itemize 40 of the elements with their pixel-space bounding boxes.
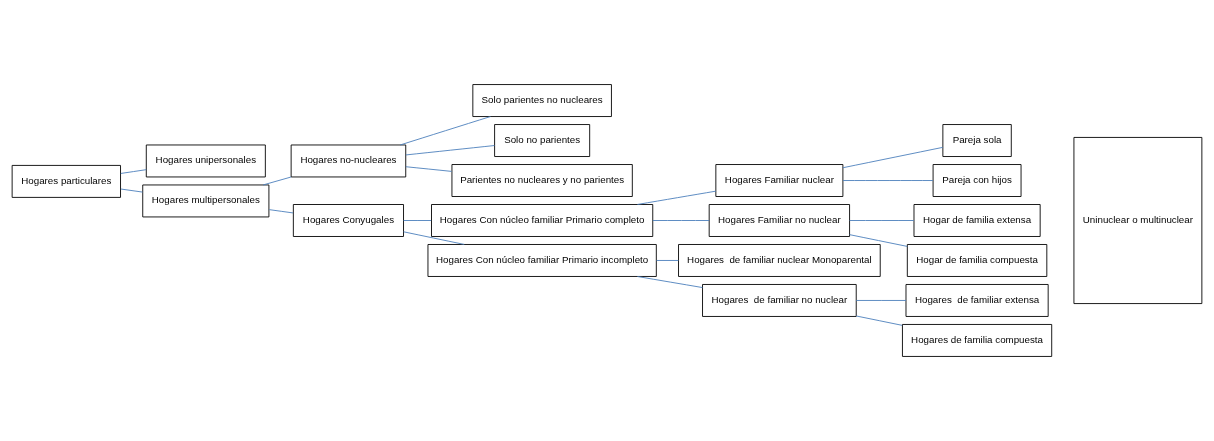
node-box: Hogar de familia compuesta — [906, 244, 1048, 277]
node-box: Hogares Conyugales — [292, 204, 404, 237]
node-box: Hogares unipersonales — [145, 144, 266, 178]
connector — [403, 231, 465, 245]
connector — [120, 188, 143, 193]
node-box: Hogar de familia extensa — [913, 204, 1041, 237]
connector — [637, 276, 703, 288]
node-box: Hogares de familiar extensa — [905, 284, 1049, 317]
connector — [842, 180, 934, 181]
connector — [849, 220, 915, 221]
node-box: Hogares no-nucleares — [290, 144, 407, 178]
node-box: Solo no parientes — [494, 124, 591, 157]
node-box: Hogares Con núcleo familiar Primario incompleto — [427, 244, 657, 277]
connector — [652, 220, 710, 221]
node-box: Uninuclear o multinuclear — [1073, 136, 1203, 305]
connector — [262, 176, 292, 186]
connector — [405, 166, 453, 172]
node-box: Hogares de familiar nuclear Monoparental — [678, 244, 881, 277]
node-box: Pareja con hijos — [932, 164, 1022, 197]
connector — [268, 209, 294, 214]
connector — [842, 146, 944, 169]
node-box: Hogares particulares — [11, 164, 121, 198]
connector — [120, 169, 147, 174]
node-box: Solo parientes no nucleares — [472, 84, 612, 117]
connector — [849, 234, 908, 247]
connector — [855, 315, 903, 326]
connector — [637, 190, 717, 205]
node-box: Hogares multipersonales — [142, 184, 270, 218]
connector — [403, 220, 432, 221]
node-box: Hogares Con núcleo familiar Primario completo — [431, 204, 654, 237]
connector — [656, 260, 679, 261]
node-box: Hogares Familiar no nuclear — [708, 204, 850, 237]
node-box: Parientes no nucleares y no parientes — [451, 164, 633, 197]
connector — [855, 300, 907, 301]
node-box: Hogares Familiar nuclear — [715, 164, 844, 197]
connector — [399, 116, 491, 146]
node-box: Hogares de familiar no nuclear — [702, 284, 857, 317]
node-box: Pareja sola — [942, 124, 1012, 157]
node-box: Hogares de familia compuesta — [902, 324, 1053, 357]
connector — [405, 145, 495, 156]
